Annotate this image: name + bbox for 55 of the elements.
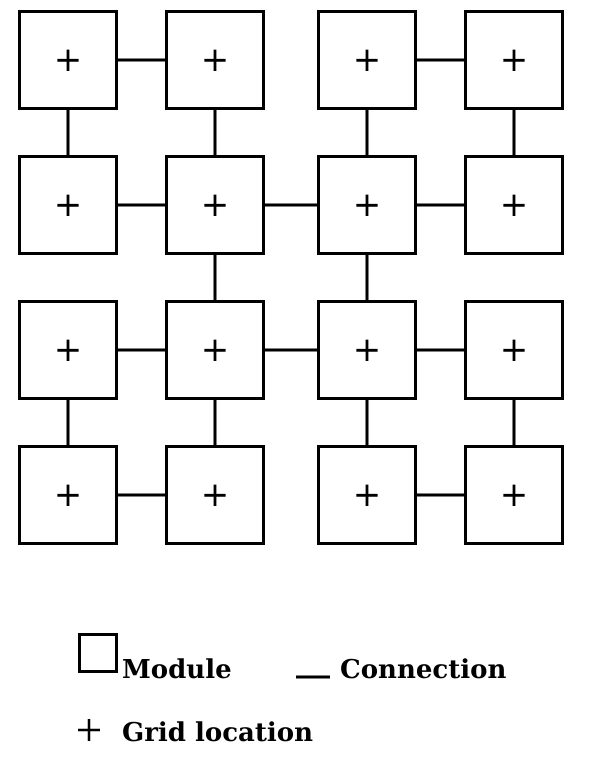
connection-line xyxy=(417,494,464,496)
grid-location-mark: + xyxy=(352,478,382,512)
legend-label: Grid location xyxy=(122,720,314,746)
grid-location-mark: + xyxy=(54,188,82,222)
module-box xyxy=(18,445,118,545)
grid-location-mark: + xyxy=(200,333,230,367)
connection-line xyxy=(118,58,165,62)
grid-location-mark: + xyxy=(500,333,528,367)
module-box xyxy=(165,445,265,545)
module-box xyxy=(165,155,265,255)
connection-line xyxy=(66,400,70,445)
grid-location-mark: + xyxy=(352,43,382,77)
legend-label: Connection xyxy=(340,657,506,683)
connection-line xyxy=(214,400,216,445)
connection-line xyxy=(366,255,368,300)
module-box xyxy=(464,445,564,545)
connection-line xyxy=(118,204,165,206)
grid-location-mark: + xyxy=(200,478,230,512)
connection-line xyxy=(265,204,317,206)
grid-location-mark: + xyxy=(54,478,82,512)
module-box xyxy=(165,300,265,400)
connection-line xyxy=(66,110,70,155)
module-box xyxy=(18,300,118,400)
grid-location-mark: + xyxy=(200,188,230,222)
grid-location-mark: + xyxy=(54,43,82,77)
module-box xyxy=(18,10,118,110)
grid-location-mark: + xyxy=(200,43,230,77)
module-box xyxy=(317,445,417,545)
module-box xyxy=(464,155,564,255)
connection-line xyxy=(214,110,216,155)
legend-label: Module xyxy=(122,657,232,683)
grid-location-mark: + xyxy=(54,333,82,367)
connection-line xyxy=(118,348,165,352)
grid-location-mark: + xyxy=(500,478,528,512)
module-box xyxy=(18,155,118,255)
module-box xyxy=(317,300,417,400)
connection-line xyxy=(265,348,317,352)
module-box xyxy=(464,10,564,110)
module-box xyxy=(165,10,265,110)
connection-line xyxy=(512,400,516,445)
module-box xyxy=(464,300,564,400)
connection-line xyxy=(417,348,464,352)
connection-line xyxy=(366,110,368,155)
connection-line xyxy=(417,58,464,62)
module-box xyxy=(317,10,417,110)
grid-location-mark: + xyxy=(352,333,382,367)
module-box xyxy=(317,155,417,255)
connection-line xyxy=(118,494,165,496)
connection-line xyxy=(366,400,368,445)
grid-location-mark: + xyxy=(352,188,382,222)
connection-line xyxy=(214,255,216,300)
connection-line xyxy=(512,110,516,155)
grid-location-mark: + xyxy=(500,43,528,77)
grid-location-mark: + xyxy=(500,188,528,222)
connection-line xyxy=(417,204,464,206)
